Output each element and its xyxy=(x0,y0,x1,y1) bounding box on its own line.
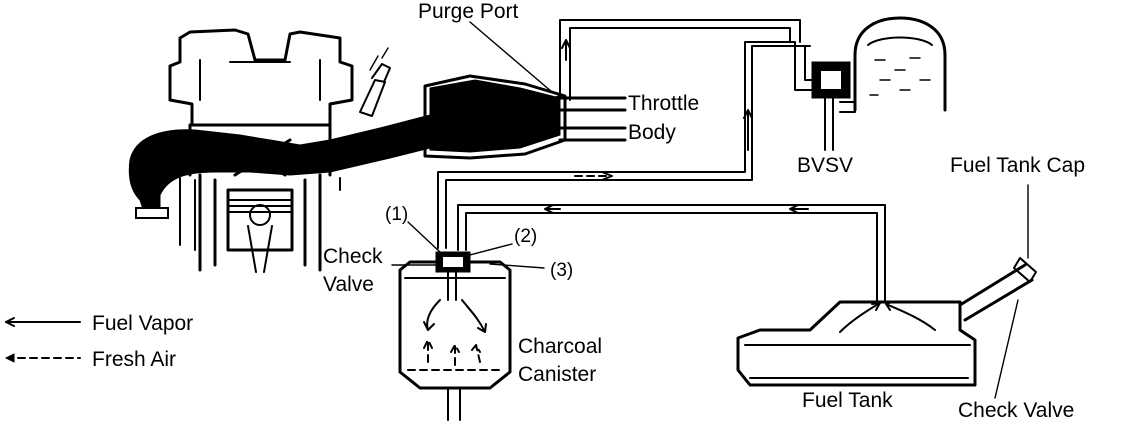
legend-fuel-vapor-label: Fuel Vapor xyxy=(92,312,193,335)
check-valve-tank-label: Check Valve xyxy=(958,399,1074,422)
fuel-tank-cap-label: Fuel Tank Cap xyxy=(950,154,1085,177)
engine-assembly xyxy=(128,28,567,273)
port-1-label: (1) xyxy=(385,204,408,225)
port-3-label: (3) xyxy=(550,260,573,281)
fuel-tank-label: Fuel Tank xyxy=(802,389,893,412)
charcoal-label: Charcoal xyxy=(518,335,602,358)
bvsv-assembly xyxy=(794,16,947,151)
legend-fresh-air: Fresh Air xyxy=(4,348,176,371)
bvsv-label: BVSV xyxy=(797,154,853,177)
leader-lines xyxy=(391,21,1029,399)
legend-fuel-vapor: Fuel Vapor xyxy=(5,312,193,335)
body-label: Body xyxy=(628,121,676,144)
labels: Purge Port Throttle Body BVSV Fuel Tank … xyxy=(323,0,1085,422)
purge-port-label: Purge Port xyxy=(418,0,519,23)
legend: Fuel Vapor Fresh Air xyxy=(4,312,193,371)
throttle-body xyxy=(547,95,627,142)
check-valve-label-line1: Check xyxy=(323,245,383,268)
canister-label: Canister xyxy=(518,363,596,386)
throttle-label: Throttle xyxy=(628,92,699,115)
legend-fresh-air-label: Fresh Air xyxy=(92,348,176,371)
charcoal-canister xyxy=(398,251,512,421)
vacuum-pipes xyxy=(437,19,886,301)
fuel-tank xyxy=(736,257,1037,387)
port-2-label: (2) xyxy=(514,226,537,247)
check-valve-label-line2: Valve xyxy=(323,273,374,296)
